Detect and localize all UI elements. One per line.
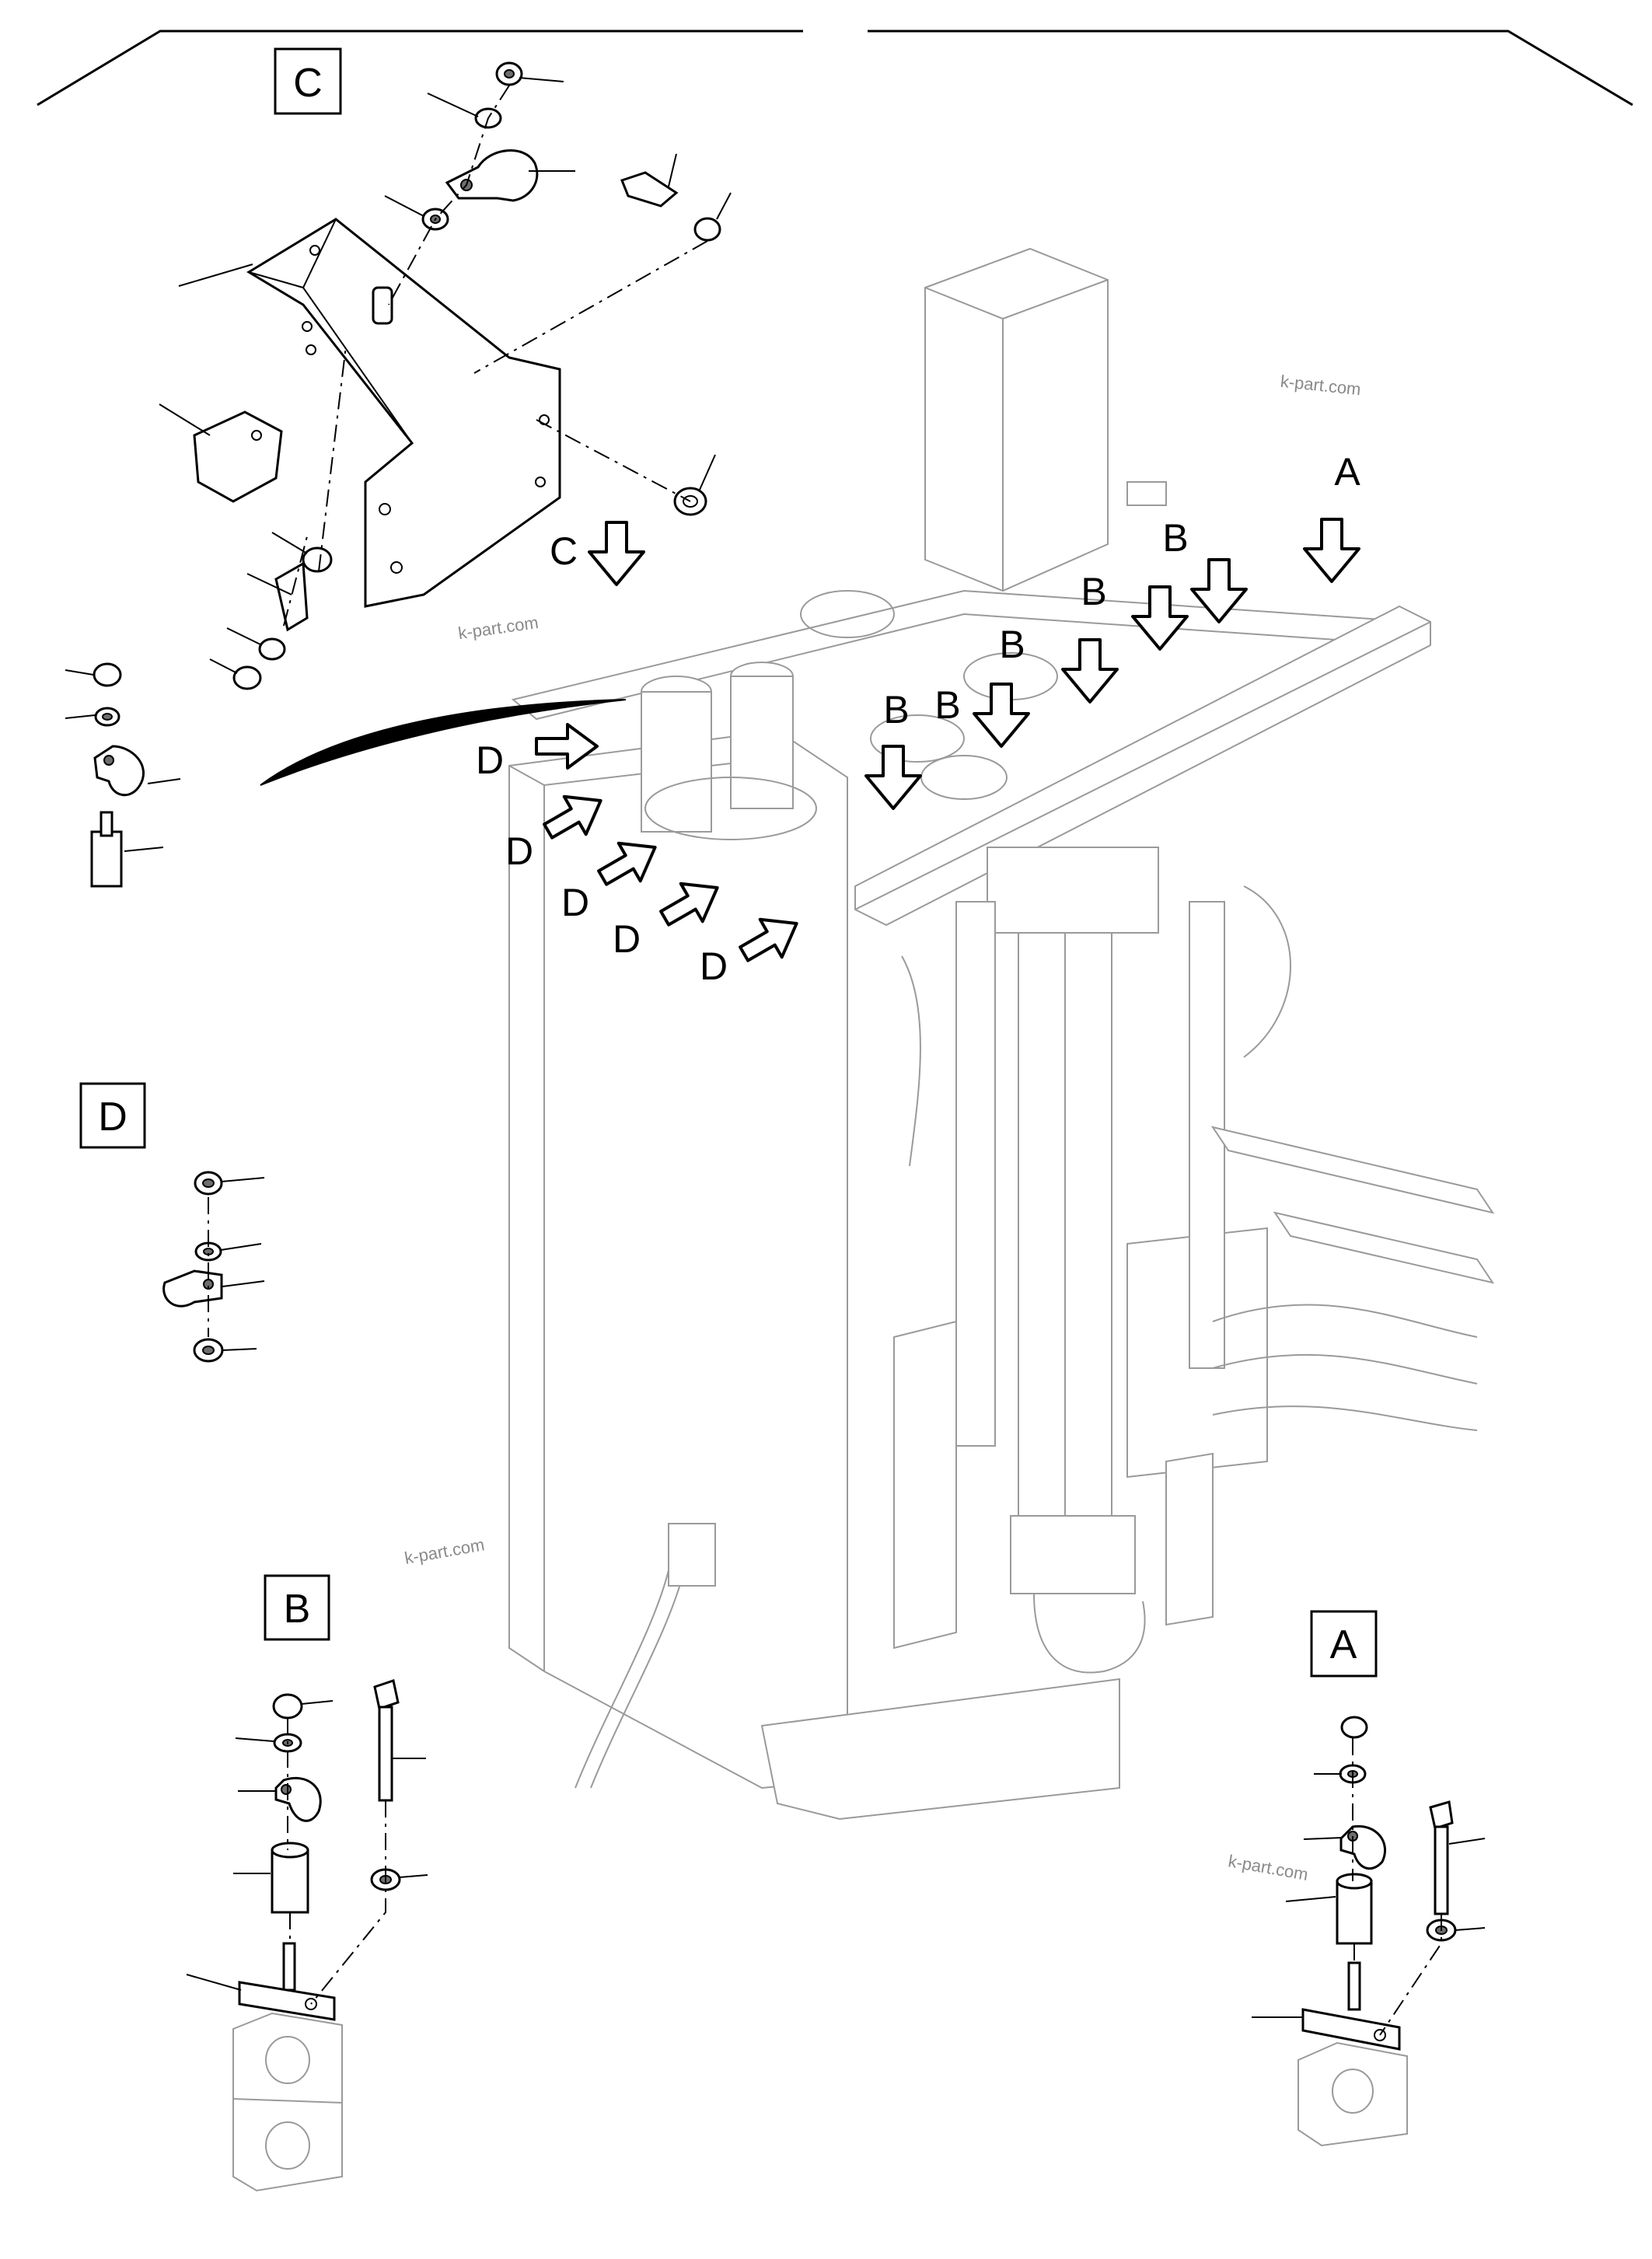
arrow-a (1303, 518, 1360, 583)
watermark-3: k-part.com (403, 1535, 486, 1568)
arrow-d4 (659, 882, 719, 927)
detail-view-c (159, 47, 732, 690)
detail-view-d (79, 1082, 265, 1363)
arrow-b5 (1190, 558, 1248, 623)
arrow-d5 (739, 917, 798, 962)
detail-view-b (186, 1574, 428, 2192)
watermark-1: k-part.com (457, 613, 540, 643)
detail-view-a (1252, 1610, 1486, 2147)
callout-b1: B (883, 688, 909, 731)
view-label-b: B (284, 1587, 311, 1632)
callout-b5: B (1162, 516, 1188, 560)
callout-a: A (1334, 450, 1360, 494)
arrow-b4 (1131, 585, 1189, 651)
view-label-box-d (79, 1082, 146, 1149)
view-label-c: C (293, 61, 323, 106)
arrow-b1 (864, 745, 922, 810)
view-label-box-c (274, 47, 342, 115)
watermark-4: k-part.com (1227, 1851, 1310, 1884)
arrow-b3 (1061, 638, 1119, 704)
rubber-mount-part (193, 410, 283, 503)
location-arrows (535, 518, 1360, 962)
callout-d3: D (561, 881, 589, 924)
arrow-b2 (973, 683, 1030, 748)
callout-b2: B (934, 683, 960, 727)
callout-b4: B (1081, 570, 1106, 613)
watermark-2: k-part.com (1280, 372, 1362, 400)
arrow-d2 (543, 794, 602, 840)
bracket-part (246, 218, 561, 608)
view-label-d: D (98, 1095, 127, 1140)
view-label-a: A (1330, 1622, 1357, 1667)
arrow-c (588, 521, 645, 586)
view-label-box-a (1310, 1610, 1378, 1678)
callout-d2: D (505, 829, 533, 873)
arrow-d1 (535, 723, 599, 770)
arrow-d3 (597, 841, 657, 886)
clamp-part (445, 149, 539, 202)
callout-b3: B (999, 623, 1025, 666)
view-label-box-b (264, 1574, 330, 1641)
callout-d4: D (613, 917, 641, 961)
stud-part (372, 286, 393, 325)
callout-c: C (550, 529, 578, 573)
callout-d1: D (476, 738, 504, 782)
detail-clamp-stack-left (65, 662, 181, 888)
machine-assembly (508, 247, 1495, 1821)
c-detail-connector (260, 699, 627, 786)
bolt-part (620, 171, 679, 208)
callout-d5: D (700, 944, 728, 988)
page-frame (37, 30, 1633, 106)
